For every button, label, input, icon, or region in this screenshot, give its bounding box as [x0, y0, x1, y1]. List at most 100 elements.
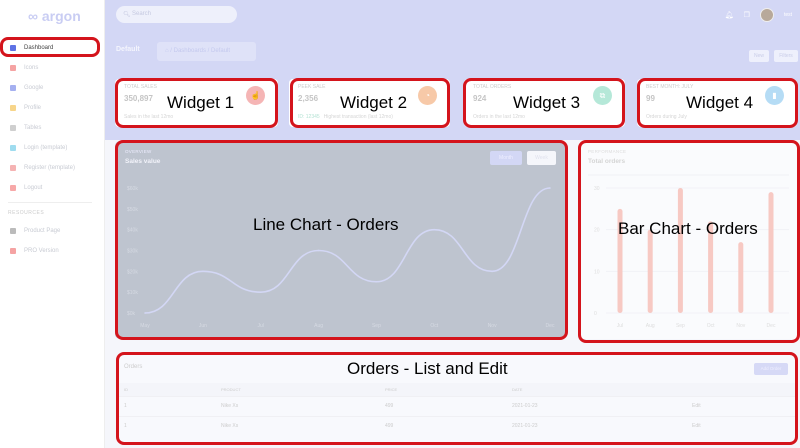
sidebar-icon: [10, 105, 16, 111]
logo[interactable]: ∞ argon: [28, 8, 81, 24]
widget-sub-label: Orders during July: [646, 114, 687, 120]
bar-aug: [647, 229, 653, 313]
sidebar-item-label: Icons: [24, 65, 39, 71]
data-point: [259, 291, 262, 293]
bell-icon[interactable]: 🔔︎: [724, 12, 734, 19]
sidebar-item-label: Profile: [24, 105, 42, 111]
table-cell: 2021-01-23: [512, 403, 538, 409]
search-icon: 🔍︎: [123, 12, 131, 18]
col-price: PRICE: [385, 387, 398, 392]
x-tick-label: Aug: [646, 323, 655, 329]
sidebar-item-label: Register (template): [24, 165, 76, 171]
sidebar-icon: [10, 185, 16, 191]
sidebar-item-pro-version[interactable]: PRO Version: [8, 243, 100, 259]
x-tick-label: Jun: [199, 323, 207, 329]
sales-value-card: OVERVIEW Sales value Month Week $0k$10k$…: [115, 141, 567, 339]
widget-subtext: Sales in the last 12mo: [124, 114, 173, 120]
y-tick-label: 20: [594, 228, 600, 234]
orders-title: Orders: [124, 364, 143, 370]
filters-button[interactable]: Filters: [774, 50, 798, 62]
widget-sub-label: Orders in the last 12mo: [473, 114, 525, 120]
table-cell: 499: [385, 403, 394, 409]
new-button[interactable]: New: [749, 50, 769, 62]
sidebar-item-label: Logout: [24, 185, 43, 191]
sidebar-item-product-page[interactable]: Product Page: [8, 223, 100, 239]
data-point: [433, 228, 436, 231]
card-overline: OVERVIEW: [125, 149, 152, 154]
sidebar-item-profile[interactable]: Profile: [8, 100, 100, 116]
annotation-orders-box: [116, 352, 798, 445]
bar-nov: [738, 242, 744, 313]
sidebar-item-label: Google: [24, 85, 44, 91]
apps-icon[interactable]: ❐: [743, 12, 750, 19]
sidebar-item-login-template[interactable]: Login (template): [8, 140, 100, 156]
avatar[interactable]: [759, 8, 774, 22]
breadcrumb-dashboards[interactable]: Dashboards: [173, 48, 206, 54]
x-tick-label: Nov: [736, 323, 745, 329]
widget-value: 2,356: [298, 94, 319, 103]
y-tick-label: 30: [594, 186, 600, 192]
sidebar-item-label: Tables: [24, 125, 42, 131]
logo-icon: ∞: [28, 8, 42, 24]
month-button[interactable]: Month: [490, 151, 522, 165]
sidebar-item-google[interactable]: Google: [8, 80, 100, 96]
sidebar-item-label: Login (template): [24, 145, 68, 151]
annotation-line-label: Line Chart - Orders: [253, 215, 399, 234]
data-point: [491, 270, 493, 273]
orders-icon: ⧉: [593, 86, 612, 105]
sidebar-item-icons[interactable]: Icons: [8, 60, 100, 76]
sidebar-item-register-template[interactable]: Register (template): [8, 160, 100, 176]
orders-table-header: ID PRODUCT PRICE DATE: [117, 383, 797, 396]
home-icon[interactable]: ⌂: [165, 48, 169, 54]
x-tick-label: Dec: [546, 323, 555, 329]
sidebar-icon: [10, 228, 16, 234]
y-tick-label: $50k: [127, 207, 138, 213]
navbar-actions: 🔔︎ ❐ test: [725, 8, 792, 22]
data-point: [375, 280, 378, 283]
data-point: [202, 270, 204, 273]
y-tick-label: $60k: [127, 186, 138, 192]
widget-value: 99: [646, 94, 655, 103]
edit-link[interactable]: Edit: [692, 423, 701, 429]
sidebar-icon: [10, 65, 16, 71]
sidebar-icon: [10, 85, 16, 91]
x-tick-label: Jul: [258, 323, 264, 329]
sidebar-icon: [10, 165, 16, 171]
sidebar-icon: [10, 45, 16, 51]
x-tick-label: Oct: [707, 323, 715, 329]
user-name[interactable]: test: [783, 12, 792, 18]
week-button[interactable]: Week: [527, 151, 556, 165]
annotation-bar-label: Bar Chart - Orders: [618, 219, 758, 238]
x-tick-label: Dec: [767, 323, 776, 329]
annotation-widget4-box: [637, 78, 798, 128]
sidebar-icon: [10, 248, 16, 254]
sidebar-item-tables[interactable]: Tables: [8, 120, 100, 136]
y-tick-label: $20k: [127, 269, 138, 275]
add-order-button[interactable]: Add Order: [754, 363, 788, 375]
widget-label: TOTAL ORDERS: [473, 84, 512, 90]
widget-label: PEEK SALE: [298, 84, 326, 90]
annotation-widget1-label: Widget 1: [167, 93, 235, 112]
widget-id: ID: 12345: [298, 114, 320, 120]
y-tick-label: $40k: [127, 228, 138, 234]
sidebar-item-logout[interactable]: Logout: [8, 180, 100, 196]
y-tick-label: $0k: [127, 311, 136, 317]
sidebar-item-dashboard[interactable]: Dashboard: [8, 40, 100, 56]
bar-sep: [677, 188, 683, 313]
card-overline: PERFORMANCE: [588, 149, 627, 154]
search-input[interactable]: 🔍︎Search: [116, 6, 237, 23]
edit-link[interactable]: Edit: [692, 403, 701, 409]
card-title: Total orders: [588, 158, 626, 165]
x-tick-label: Sep: [372, 323, 381, 329]
widget-value: 924: [473, 94, 487, 103]
table-cell: 1: [124, 403, 127, 409]
annotation-dashboard-box: [0, 37, 100, 57]
annotation-widget3-box: [463, 78, 625, 128]
card-title: Sales value: [125, 158, 161, 165]
annotation-orders-label: Orders - List and Edit: [347, 359, 508, 378]
pie-chart-icon: ◔: [418, 86, 437, 105]
